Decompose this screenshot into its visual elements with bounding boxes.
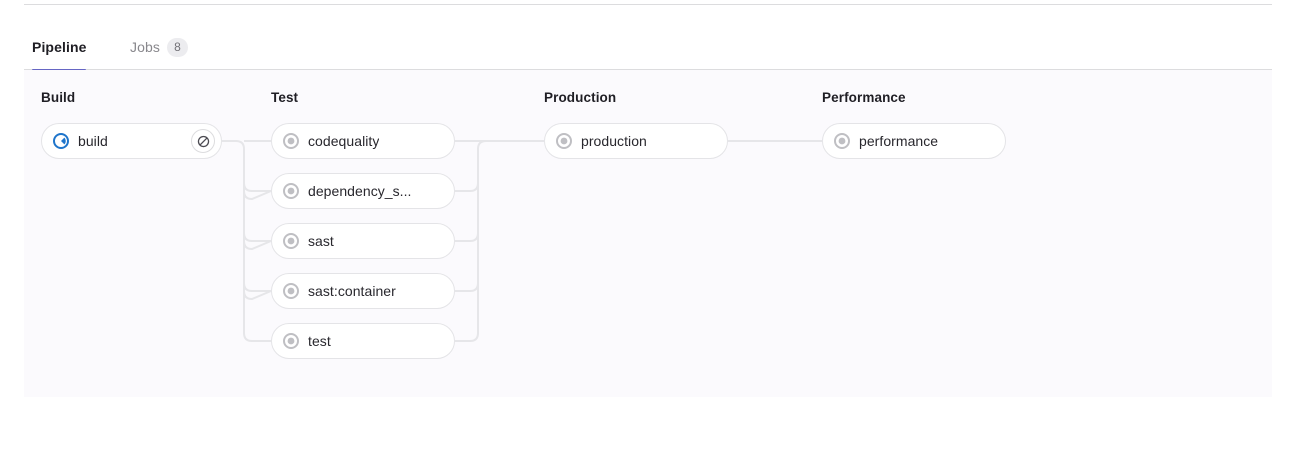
status-created-icon [283,183,299,199]
job-label-codequality: codequality [308,133,380,149]
job-label-production: production [581,133,647,149]
status-created-icon [283,283,299,299]
job-label-build: build [78,133,108,149]
link-trunk-dep [243,183,272,201]
job-node-sast[interactable]: sast [271,223,455,259]
job-label-sast-container: sast:container [308,283,396,299]
status-created-icon [283,233,299,249]
tab-pipeline[interactable]: Pipeline [24,24,94,71]
link-elbow-sastc [243,282,271,292]
link-trunk-sast [243,233,272,251]
link-dep-trunk [455,182,479,192]
link-trunk-sastcontainer [243,283,272,301]
cancel-job-button[interactable] [191,129,215,153]
link-trunk-right [477,140,544,333]
status-created-icon [556,133,572,149]
job-node-codequality[interactable]: codequality [271,123,455,159]
job-label-dependency-scanning: dependency_s... [308,183,412,199]
link-elbow-sast [243,232,271,242]
cancel-icon [197,135,209,147]
top-divider [24,4,1272,5]
status-created-icon [283,133,299,149]
link-test-trunk [455,332,479,342]
link-sast-trunk [455,232,479,242]
link-build-trunk [222,140,245,150]
status-created-icon [834,133,850,149]
tab-pipeline-label: Pipeline [32,39,87,55]
job-node-performance[interactable]: performance [822,123,1006,159]
tab-jobs[interactable]: Jobs 8 [122,24,196,70]
link-elbow-dep [243,182,271,192]
status-created-icon [283,333,299,349]
job-node-sast-container[interactable]: sast:container [271,273,455,309]
stage-title-build: Build [41,90,76,105]
tab-jobs-count-badge: 8 [166,37,188,57]
pipeline-connectors [222,140,822,342]
link-trunk-left [243,149,271,342]
job-label-sast: sast [308,233,334,249]
tab-bar: Pipeline Jobs 8 [24,24,1272,71]
job-node-build[interactable]: build [41,123,222,159]
job-node-test[interactable]: test [271,323,455,359]
tab-jobs-label: Jobs [130,39,160,55]
pipeline-graph-panel: Build build Test cod [24,70,1272,397]
stage-title-performance: Performance [822,90,906,105]
job-node-production[interactable]: production [544,123,728,159]
stage-title-test: Test [271,90,299,105]
status-running-icon [53,133,69,149]
link-sastc-trunk [455,282,479,292]
job-label-performance: performance [859,133,939,149]
job-label-test: test [308,333,331,349]
job-node-dependency-scanning[interactable]: dependency_s... [271,173,455,209]
stage-title-production: Production [544,90,617,105]
